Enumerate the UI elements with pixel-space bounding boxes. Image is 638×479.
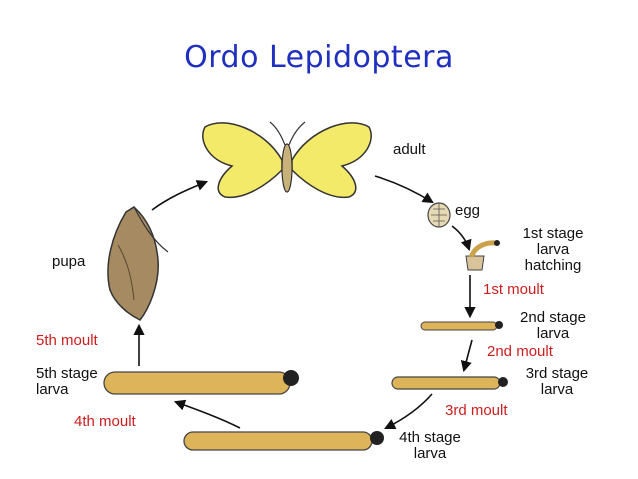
- label-moult-3: 3rd moult: [445, 402, 508, 419]
- arrow-larva2-to-larva3: [460, 339, 473, 373]
- arrow-larva4-to-larva5: [173, 399, 241, 429]
- label-larva4: 4th stage larva: [399, 429, 461, 462]
- larva-2nd-stage-icon: [420, 321, 503, 331]
- egg-icon: [427, 202, 451, 228]
- arrow-egg-to-larva1: [451, 225, 472, 252]
- label-larva2: 2nd stage larva: [520, 309, 586, 342]
- label-larva5: 5th stage larva: [36, 365, 98, 398]
- cycle-arrows: [133, 175, 476, 430]
- label-larva1: 1st stage larva hatching: [522, 225, 584, 274]
- larva-4th-stage-icon: [183, 431, 384, 451]
- butterfly-icon: [202, 121, 372, 199]
- page-title: Ordo Lepidoptera: [184, 40, 454, 75]
- arrow-larva3-to-larva4: [383, 393, 433, 430]
- larva-3rd-stage-icon: [391, 376, 508, 390]
- label-moult-2: 2nd moult: [487, 343, 553, 360]
- label-moult-4: 4th moult: [74, 413, 136, 430]
- label-egg: egg: [455, 202, 481, 219]
- label-pupa: pupa: [52, 253, 86, 270]
- larva-5th-stage-icon: [103, 370, 299, 395]
- arrow-pupa-to-adult: [151, 180, 209, 211]
- label-larva3: 3rd stage larva: [525, 365, 589, 398]
- label-adult: adult: [393, 141, 426, 158]
- label-moult-5: 5th moult: [36, 332, 98, 349]
- pupa-icon: [107, 206, 169, 321]
- label-moult-1: 1st moult: [483, 281, 544, 298]
- arrow-adult-to-egg: [374, 175, 434, 204]
- hatching-larva-icon: [465, 240, 500, 271]
